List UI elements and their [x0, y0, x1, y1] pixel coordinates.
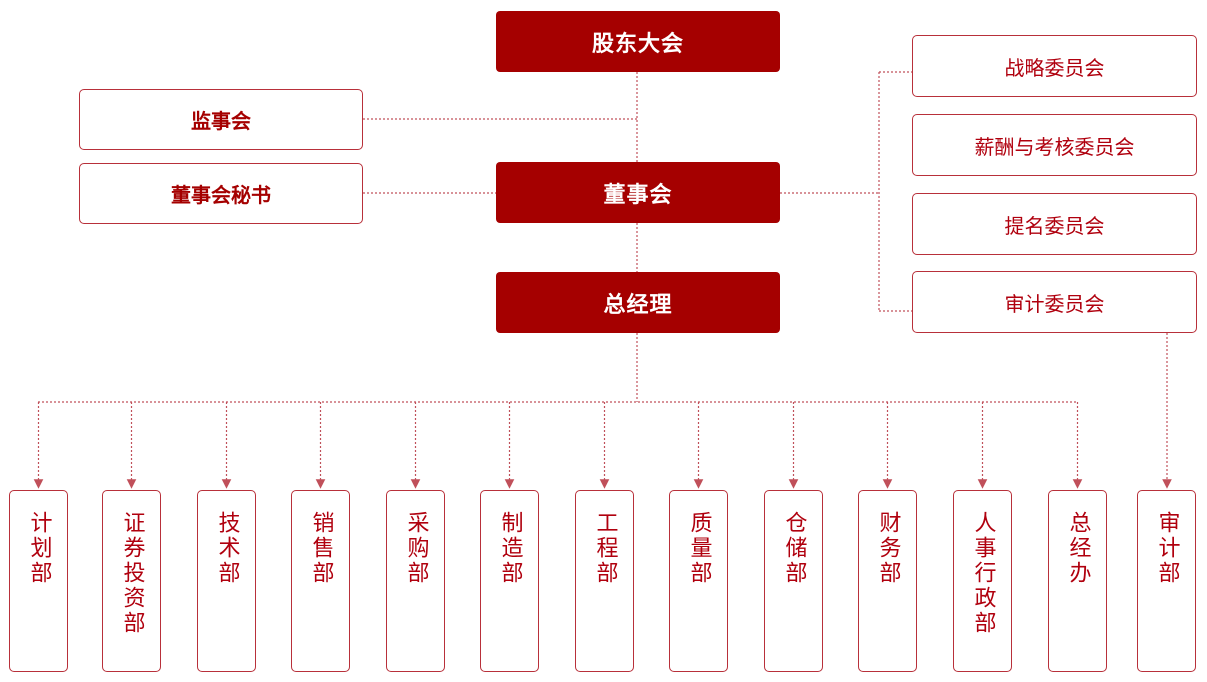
dept-label: 计划部: [26, 511, 52, 586]
nomination-committee-box: 提名委员会: [912, 193, 1197, 255]
dept-procurement: 采购部: [386, 490, 445, 672]
general-manager-box: 总经理: [496, 272, 780, 333]
dept-label: 技术部: [214, 511, 240, 586]
dept-label: 销售部: [308, 511, 334, 586]
board-of-directors-box: 董事会: [496, 162, 780, 223]
committee-label: 薪酬与考核委员会: [974, 134, 1135, 159]
board-of-directors-label: 董事会: [603, 182, 673, 208]
board-secretary-box: 董事会秘书: [79, 163, 363, 224]
dept-sales: 销售部: [291, 490, 350, 672]
dept-gm-office: 总经办: [1048, 490, 1107, 672]
compensation-committee-box: 薪酬与考核委员会: [912, 114, 1197, 176]
dept-label: 采购部: [403, 511, 429, 586]
audit-committee-box: 审计委员会: [912, 271, 1197, 333]
committee-label: 战略委员会: [1004, 55, 1105, 80]
dept-label: 质量部: [686, 511, 712, 586]
shareholders-meeting-label: 股东大会: [591, 31, 684, 57]
dept-warehouse: 仓储部: [764, 490, 823, 672]
dept-label: 证券投资部: [119, 511, 145, 636]
shareholders-meeting-box: 股东大会: [496, 11, 780, 72]
dept-label: 审计部: [1154, 511, 1180, 586]
board-secretary-label: 董事会秘书: [171, 183, 271, 207]
dept-finance: 财务部: [858, 490, 917, 672]
strategy-committee-box: 战略委员会: [912, 35, 1197, 97]
dept-label: 工程部: [592, 511, 618, 586]
committee-label: 审计委员会: [1004, 291, 1105, 316]
dept-label: 制造部: [497, 511, 523, 586]
dept-manufacturing: 制造部: [480, 490, 539, 672]
committee-label: 提名委员会: [1004, 213, 1105, 238]
dept-engineering: 工程部: [575, 490, 634, 672]
dept-planning: 计划部: [9, 490, 68, 672]
dept-label: 人事行政部: [970, 511, 996, 636]
supervisory-board-box: 监事会: [79, 89, 363, 150]
dept-label: 仓储部: [781, 511, 807, 586]
supervisory-board-label: 监事会: [191, 109, 251, 133]
dept-quality: 质量部: [669, 490, 728, 672]
dept-securities-investment: 证券投资部: [102, 490, 161, 672]
dept-audit: 审计部: [1137, 490, 1196, 672]
dept-label: 财务部: [875, 511, 901, 586]
dept-label: 总经办: [1065, 511, 1091, 586]
dept-hr-admin: 人事行政部: [953, 490, 1012, 672]
general-manager-label: 总经理: [603, 292, 673, 318]
dept-technology: 技术部: [197, 490, 256, 672]
